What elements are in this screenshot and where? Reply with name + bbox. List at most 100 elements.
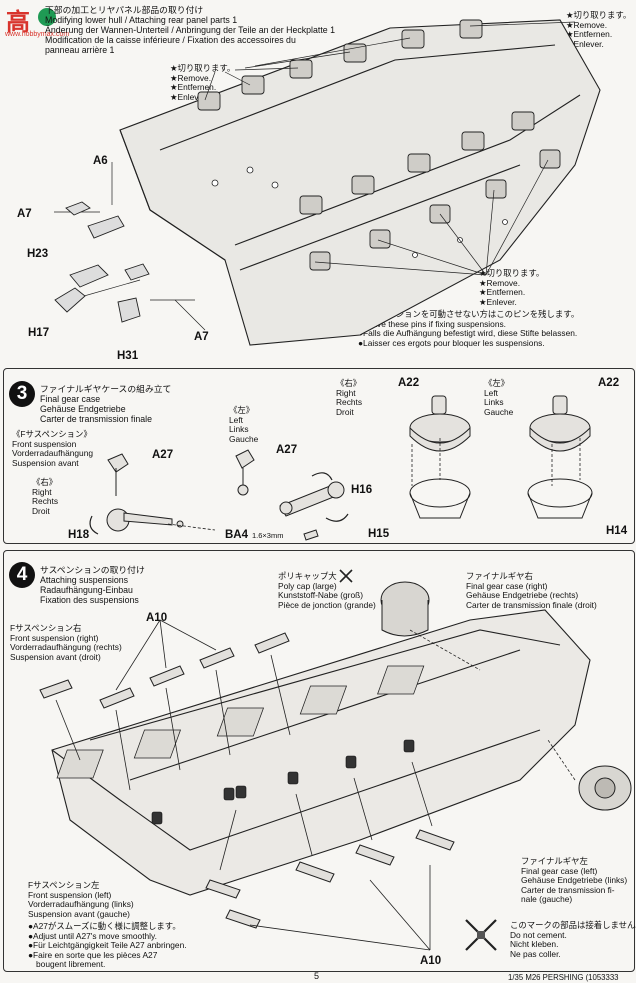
caption-line: Right bbox=[32, 486, 52, 497]
callout-line: ★切り取ります。 bbox=[170, 63, 236, 73]
remove-callout-top: ★切り取ります。 ★Remove. ★Entfernen. ★Enlever. bbox=[170, 63, 236, 102]
left-caption: 《左》 Left Links Gauche bbox=[484, 378, 513, 417]
callout-line: ★Remove. bbox=[479, 277, 521, 288]
watermark-site: www.hobbymax.com bbox=[5, 31, 70, 38]
callout-line: ★Enlever. bbox=[479, 296, 517, 307]
step4-title-line: サスペンションの取り付け bbox=[40, 565, 145, 575]
step2-title-line: Modifying lower hull / Attaching rear pa… bbox=[45, 15, 238, 25]
step4-frame bbox=[3, 550, 635, 972]
callout-line: ★Entfernen. bbox=[479, 287, 526, 298]
caption-line: 《Fサスペンション》 bbox=[12, 429, 92, 439]
caption-line: Rechts bbox=[32, 496, 59, 507]
screw-size: 1.6×3mm bbox=[252, 531, 284, 540]
step4-title-line: Attaching suspensions bbox=[40, 575, 129, 585]
step3-title-line: Final gear case bbox=[40, 394, 101, 404]
caption-line: Carter de transmission finale (droit) bbox=[466, 599, 597, 610]
front-suspension-left-caption: Fサスペンション左 Front suspension (left) Vorder… bbox=[28, 880, 134, 919]
front-suspension-caption: 《Fサスペンション》 Front suspension Vorderradauf… bbox=[12, 429, 94, 468]
step4-title-line: Radaufhängung-Einbau bbox=[40, 585, 133, 595]
no-cement-note: このマークの部品は接着しません。 Do not cement. Nicht kl… bbox=[510, 920, 636, 959]
callout-line: ★Remove. bbox=[566, 19, 608, 30]
watermark-mark-icon bbox=[37, 8, 56, 26]
caption-line: Suspension avant (droit) bbox=[10, 651, 101, 662]
callout-line: ★Enlever. bbox=[566, 38, 604, 49]
callout-line: ★Enlever. bbox=[170, 91, 208, 102]
note-line: ●Adjust until A27's move smoothly. bbox=[28, 930, 157, 941]
part-label-a10: A10 bbox=[420, 955, 442, 967]
part-label-a22: A22 bbox=[398, 377, 420, 389]
callout-line: ★切り取ります。 bbox=[566, 10, 632, 20]
part-label-h18: H18 bbox=[68, 529, 90, 541]
part-label-h23: H23 bbox=[27, 248, 49, 260]
caption-line: ファイナルギヤ右 bbox=[466, 571, 533, 581]
step3-title-line: Gehäuse Endgetriebe bbox=[40, 404, 126, 414]
caption-line: ポリキャップ大 bbox=[278, 571, 337, 581]
part-label-a7: A7 bbox=[17, 208, 32, 220]
step4-hull-drawing bbox=[39, 569, 632, 951]
callout-line: ★Remove. bbox=[170, 72, 212, 83]
caption-line: Final gear case (right) bbox=[466, 580, 548, 591]
note-line: ●A27がスムーズに動く様に調整します。 bbox=[28, 921, 181, 931]
watermark-logo: 高 bbox=[6, 2, 56, 37]
caption-line: Rechts bbox=[336, 397, 363, 408]
note-line: ●Faire en sorte que les pièces A27 bbox=[28, 949, 158, 960]
right-caption: 《右》 Right Rechts Droit bbox=[336, 378, 363, 417]
step3-frame bbox=[3, 368, 635, 544]
gear-case-left-caption: ファイナルギヤ左 Final gear case (left) Gehäuse … bbox=[521, 856, 627, 905]
caption-line: Droit bbox=[32, 505, 50, 516]
gear-case-right-caption: ファイナルギヤ右 Final gear case (right) Gehäuse… bbox=[466, 571, 597, 610]
caption-line: Fサスペンション右 bbox=[10, 623, 82, 633]
part-label-h31: H31 bbox=[117, 350, 139, 362]
caption-line: Final gear case (left) bbox=[521, 865, 598, 876]
step2-title: 下部の加工とリヤパネル部品の取り付け Modifying lower hull … bbox=[45, 5, 335, 55]
note-line: ●Leave these pins if fixing suspensions. bbox=[358, 318, 506, 329]
part-label-h14: H14 bbox=[606, 525, 628, 537]
model-footer: 1/35 M26 PERSHING (1053333 bbox=[508, 973, 619, 982]
caption-line: Vorderradaufhängung (rechts) bbox=[10, 642, 122, 653]
step2-title-line: Modification de la caisse inférieure / F… bbox=[45, 35, 296, 45]
remove-callout-top-right: ★切り取ります。 ★Remove. ★Entfernen. ★Enlever. bbox=[566, 10, 632, 49]
caption-line: Front suspension (left) bbox=[28, 889, 112, 900]
step2-title-line: 下部の加工とリヤパネル部品の取り付け bbox=[45, 5, 204, 15]
note-line: ●サスペンションを可動させない方はこのピンを残します。 bbox=[358, 309, 580, 319]
caption-line: Left bbox=[229, 414, 243, 425]
remove-callout-right: ★切り取ります。 ★Remove. ★Entfernen. ★Enlever. bbox=[479, 268, 544, 307]
note-line: Ne pas coller. bbox=[510, 948, 561, 959]
caption-line: Vorderradaufhängung (links) bbox=[28, 899, 134, 910]
left-caption: 《左》 Left Links Gauche bbox=[229, 405, 259, 444]
note-line: このマークの部品は接着しません。 bbox=[510, 920, 636, 930]
part-label-h16: H16 bbox=[351, 484, 373, 496]
step3-number: 3 bbox=[9, 381, 35, 407]
pins-note: ●サスペンションを可動させない方はこのピンを残します。 ●Leave these… bbox=[358, 309, 580, 348]
adjust-a27-note: ●A27がスムーズに動く様に調整します。 ●Adjust until A27's… bbox=[28, 921, 187, 970]
part-label-a6: A6 bbox=[93, 155, 108, 167]
caption-line: Carter de transmission fi- bbox=[521, 884, 615, 895]
caption-line: Suspension avant (gauche) bbox=[28, 908, 130, 919]
step4-title-line: Fixation des suspensions bbox=[40, 595, 139, 605]
caption-line: 《左》 bbox=[229, 405, 255, 415]
note-line: Do not cement. bbox=[510, 929, 567, 940]
caption-line: Poly cap (large) bbox=[278, 580, 337, 591]
caption-line: Pièce de jonction (grande) bbox=[278, 599, 376, 610]
part-label-a22: A22 bbox=[598, 377, 620, 389]
caption-line: Fサスペンション左 bbox=[28, 880, 100, 890]
note-line: Nicht kleben. bbox=[510, 939, 559, 950]
poly-cap-caption: ポリキャップ大 Poly cap (large) Kunststoff-Nabe… bbox=[278, 571, 376, 610]
caption-line: nale (gauche) bbox=[521, 894, 573, 905]
note-line: ●Für Leichtgängigkeit Teile A27 anbringe… bbox=[28, 940, 187, 951]
step3-parts-drawing bbox=[89, 395, 593, 541]
caption-line: Front suspension bbox=[12, 438, 77, 449]
caption-line: Droit bbox=[336, 406, 354, 417]
part-label-h17: H17 bbox=[28, 327, 50, 339]
part-label-a27: A27 bbox=[152, 449, 174, 461]
caption-line: Left bbox=[484, 387, 498, 398]
part-label-h15: H15 bbox=[368, 528, 390, 540]
step2-hull-drawing bbox=[54, 19, 601, 346]
caption-line: Vorderradaufhängung bbox=[12, 448, 94, 459]
step3-title: ファイナルギヤケースの組み立て Final gear case Gehäuse … bbox=[40, 384, 171, 424]
caption-line: Links bbox=[229, 424, 249, 435]
caption-line: Suspension avant bbox=[12, 457, 79, 468]
step3-title-line: ファイナルギヤケースの組み立て bbox=[40, 384, 172, 394]
step4-title: サスペンションの取り付け Attaching suspensions Radau… bbox=[40, 565, 145, 605]
caption-line: Gauche bbox=[229, 433, 259, 444]
